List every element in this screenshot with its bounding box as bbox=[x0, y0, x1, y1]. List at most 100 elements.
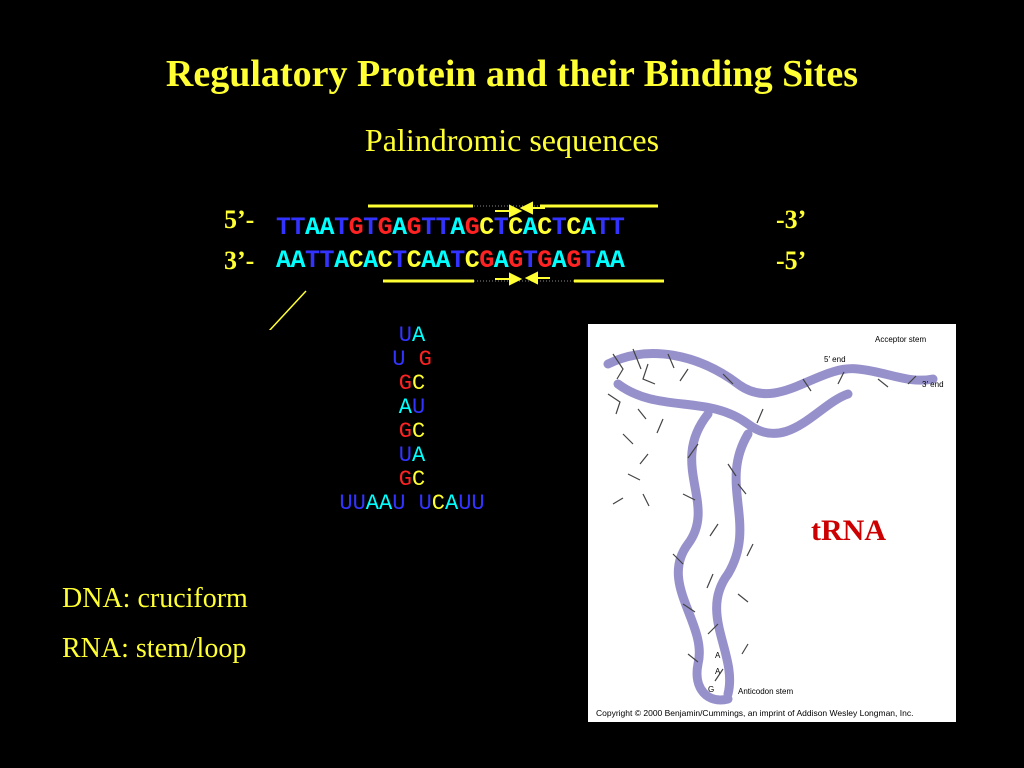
top-right-arrowhead bbox=[509, 204, 523, 218]
nucleotide: T bbox=[290, 213, 306, 242]
nucleotide: T bbox=[421, 213, 436, 242]
top-strand-3prime-label: -3’ bbox=[776, 205, 807, 234]
nucleotide: G bbox=[537, 246, 552, 275]
nucleotide: C bbox=[479, 213, 494, 242]
stem-row: GC bbox=[300, 420, 524, 444]
nucleotide: A bbox=[365, 491, 379, 516]
nucleotide: U bbox=[398, 323, 412, 348]
nucleotide: G bbox=[398, 371, 412, 396]
nucleotide: G bbox=[479, 246, 494, 275]
stem-row: GC bbox=[300, 468, 524, 492]
nucleotide: T bbox=[334, 213, 349, 242]
nucleotide: U bbox=[392, 491, 406, 516]
nucleotide: A bbox=[319, 213, 335, 242]
nucleotide: A bbox=[580, 213, 596, 242]
nucleotide bbox=[405, 491, 418, 516]
nucleotide: T bbox=[363, 213, 378, 242]
nucleotide: T bbox=[305, 246, 320, 275]
nucleotide: A bbox=[276, 246, 291, 275]
nucleotide: U bbox=[471, 491, 485, 516]
nucleotide: G bbox=[398, 467, 412, 492]
nucleotide: T bbox=[609, 213, 625, 242]
nucleotide: T bbox=[450, 246, 465, 275]
base-label-1: A bbox=[715, 651, 721, 660]
palindrome-arrows bbox=[268, 201, 664, 330]
stem-row: UA bbox=[300, 444, 524, 468]
bottom-left-arrowhead bbox=[524, 271, 538, 285]
nucleotide: A bbox=[595, 246, 610, 275]
nucleotide: U bbox=[392, 347, 406, 372]
slide-title: Regulatory Protein and their Binding Sit… bbox=[165, 53, 859, 95]
dna-caption: DNA: cruciform bbox=[62, 583, 248, 614]
nucleotide: G bbox=[348, 213, 364, 242]
copyright-text: Copyright © 2000 Benjamin/Cummings, an i… bbox=[596, 708, 913, 718]
nucleotide: G bbox=[464, 213, 480, 242]
slide-subtitle: Palindromic sequences bbox=[364, 122, 660, 158]
nucleotide: C bbox=[464, 246, 480, 275]
pointer-diagonal bbox=[268, 290, 307, 330]
rna-caption: RNA: stem/loop bbox=[62, 633, 247, 664]
nucleotide: U bbox=[412, 395, 426, 420]
nucleotide: G bbox=[406, 213, 422, 242]
nucleotide: C bbox=[431, 491, 445, 516]
anticodon-stem-label: Anticodon stem bbox=[738, 687, 793, 696]
top-strand-5prime-label: 5’- bbox=[224, 205, 255, 234]
nucleotide: A bbox=[363, 246, 378, 275]
nucleotide: A bbox=[551, 246, 567, 275]
five-prime-end-label: 5′ end bbox=[824, 355, 846, 364]
nucleotide: C bbox=[412, 467, 426, 492]
dna-bottom-strand: AATTACACTCAATCGAGTGAGTAA bbox=[276, 246, 625, 275]
nucleotide: T bbox=[551, 213, 567, 242]
stem-row: AU bbox=[300, 396, 524, 420]
nucleotide: C bbox=[508, 213, 523, 242]
nucleotide: U bbox=[339, 491, 353, 516]
nucleotide: T bbox=[522, 246, 538, 275]
nucleotide: G bbox=[566, 246, 581, 275]
nucleotide: A bbox=[522, 213, 538, 242]
nucleotide: A bbox=[421, 246, 436, 275]
bottom-strand-3prime-label: 3’- bbox=[224, 246, 255, 275]
stem-row: UA bbox=[300, 324, 524, 348]
nucleotide: C bbox=[412, 371, 426, 396]
nucleotide: T bbox=[319, 246, 335, 275]
nucleotide: A bbox=[378, 491, 393, 516]
nucleotide: T bbox=[276, 213, 291, 242]
nucleotide: T bbox=[435, 213, 451, 242]
nucleotide: A bbox=[305, 213, 320, 242]
nucleotide: A bbox=[412, 443, 426, 468]
nucleotide: A bbox=[609, 246, 625, 275]
nucleotide: A bbox=[493, 246, 509, 275]
nucleotide: T bbox=[493, 213, 509, 242]
nucleotide bbox=[405, 347, 418, 372]
nucleotide: T bbox=[595, 213, 610, 242]
nucleotide: U bbox=[458, 491, 472, 516]
nucleotide: C bbox=[537, 213, 552, 242]
top-left-arrowhead bbox=[519, 201, 533, 215]
nucleotide: U bbox=[418, 491, 432, 516]
nucleotide: A bbox=[450, 213, 465, 242]
stem-row: UUAAU UCAUU bbox=[300, 492, 524, 516]
bottom-right-arrowhead bbox=[509, 272, 523, 286]
trna-image: Acceptor stem 5′ end 3′ end A A G Antico… bbox=[588, 324, 956, 722]
nucleotide: A bbox=[412, 323, 426, 348]
trna-ribbon-illustration: Acceptor stem 5′ end 3′ end A A G Antico… bbox=[596, 335, 944, 718]
nucleotide: C bbox=[377, 246, 393, 275]
nucleotide: G bbox=[508, 246, 523, 275]
trna-label: tRNA bbox=[811, 514, 886, 547]
nucleotide: A bbox=[398, 395, 412, 420]
nucleotide: U bbox=[398, 443, 412, 468]
nucleotide: G bbox=[398, 419, 412, 444]
three-prime-end-label: 3′ end bbox=[922, 380, 944, 389]
nucleotide: A bbox=[435, 246, 451, 275]
nucleotide: G bbox=[418, 347, 432, 372]
nucleotide: C bbox=[406, 246, 422, 275]
bottom-strand-5prime-label: -5’ bbox=[776, 246, 807, 275]
acceptor-stem-label: Acceptor stem bbox=[875, 335, 926, 344]
nucleotide: G bbox=[377, 213, 393, 242]
nucleotide: A bbox=[445, 491, 459, 516]
nucleotide: U bbox=[352, 491, 366, 516]
nucleotide: A bbox=[334, 246, 349, 275]
base-label-2: A bbox=[715, 667, 721, 676]
nucleotide: C bbox=[566, 213, 581, 242]
